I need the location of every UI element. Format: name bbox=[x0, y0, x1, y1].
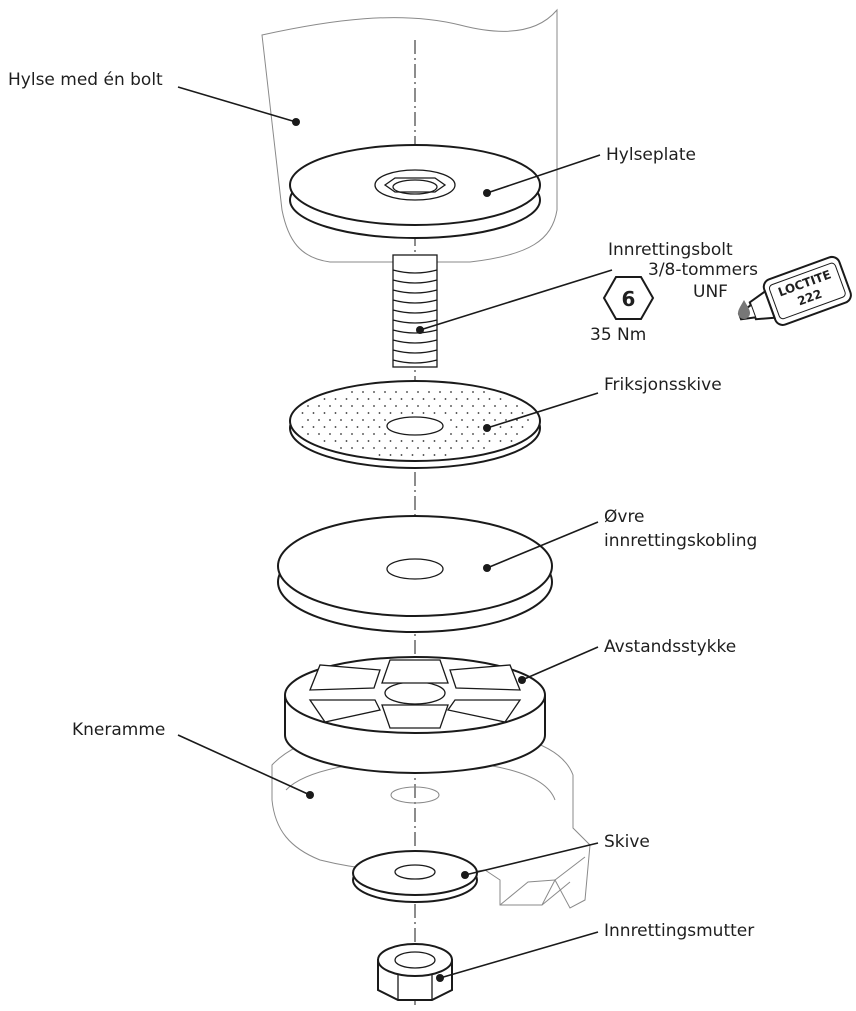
friction-disc bbox=[289, 380, 541, 469]
bolt-threads bbox=[392, 269, 438, 364]
label-spacer: Avstandsstykke bbox=[604, 637, 736, 657]
washer bbox=[352, 850, 478, 903]
upper-alignment-coupling bbox=[277, 515, 553, 633]
socket-plate bbox=[289, 144, 541, 239]
label-socket: Hylse med én bolt bbox=[8, 70, 163, 90]
hex-key-size: 6 bbox=[622, 287, 636, 311]
label-upper-coupling-line1: Øvre bbox=[604, 507, 645, 527]
hex-key-icon: 6 bbox=[602, 276, 655, 320]
label-knee-frame: Kneramme bbox=[72, 720, 165, 740]
spacer-spokes bbox=[308, 659, 522, 729]
socket-outline bbox=[261, 8, 558, 263]
label-alignment-bolt: Innrettingsbolt bbox=[608, 240, 733, 260]
leader-lines bbox=[177, 86, 613, 982]
label-friction-disc: Friksjonsskive bbox=[604, 375, 722, 395]
threadlocker-drop-icon bbox=[738, 300, 750, 319]
spacer bbox=[284, 656, 546, 774]
friction-disc-texture bbox=[301, 391, 529, 456]
label-alignment-nut: Innrettingsmutter bbox=[604, 921, 754, 941]
label-torque: 35 Nm bbox=[590, 325, 646, 345]
alignment-nut bbox=[377, 943, 453, 1001]
label-washer: Skive bbox=[604, 832, 650, 852]
label-thread-spec-line1: 3/8-tommers bbox=[648, 260, 758, 280]
alignment-bolt bbox=[392, 254, 438, 368]
label-upper-coupling-line2: innrettingskobling bbox=[604, 531, 757, 551]
label-socket-plate: Hylseplate bbox=[606, 145, 696, 165]
label-thread-spec-line2: UNF bbox=[693, 282, 728, 302]
